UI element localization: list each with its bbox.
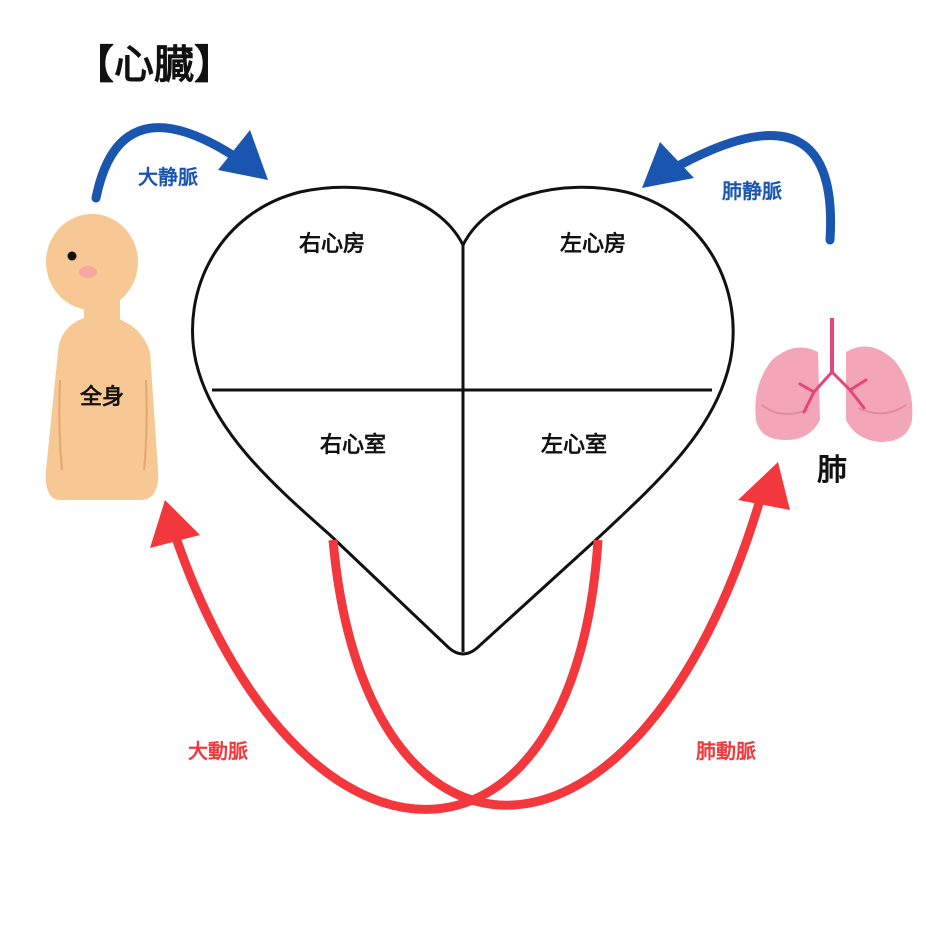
aorta-label: 大動脈 [188, 739, 248, 763]
pulmonary-vein-arrow: 肺静脈 [642, 131, 836, 245]
left-ventricle-label: 左心室 [541, 432, 607, 458]
pulmonary-vein-arrowhead [642, 142, 694, 188]
lung-right-shade [857, 404, 907, 415]
lungs-icon: 肺 [755, 318, 913, 488]
vena-cava-arrow: 大静脈 [91, 123, 268, 203]
aorta-arrowhead [150, 500, 200, 548]
pulmonary-artery-label: 肺動脈 [696, 739, 756, 763]
bronchi [798, 370, 868, 414]
right-atrium-label: 右心房 [299, 231, 365, 257]
heart: 右心房 左心房 右心室 左心室 [191, 185, 735, 656]
person-body [45, 314, 159, 500]
lung-label: 肺 [817, 453, 847, 488]
person-arm-left [58, 379, 63, 471]
vena-cava-path [91, 123, 245, 203]
lung-right [846, 346, 913, 442]
right-ventricle-label: 右心室 [320, 432, 386, 458]
person-icon: 全身 [45, 214, 159, 500]
vena-cava-arrowhead [218, 130, 268, 180]
aorta-path [170, 533, 603, 814]
pulmonary-artery-arrowhead [738, 462, 790, 510]
pulmonary-vein-label: 肺静脈 [722, 179, 782, 203]
person-cheek [79, 266, 97, 278]
person-arm-right [143, 379, 148, 471]
person-head [46, 214, 138, 310]
page-title: 【心臓】 [74, 42, 234, 88]
pulmonary-artery-arrow: 肺動脈 [328, 462, 790, 810]
pulmonary-artery-path [328, 498, 765, 810]
vena-cava-label: 大静脈 [138, 165, 198, 189]
lung-left [755, 347, 820, 440]
pulmonary-vein-path [675, 131, 836, 245]
aorta-arrow: 大動脈 [150, 500, 603, 814]
left-atrium-label: 左心房 [560, 231, 626, 257]
body-label: 全身 [79, 384, 124, 410]
person-eye [67, 251, 77, 261]
